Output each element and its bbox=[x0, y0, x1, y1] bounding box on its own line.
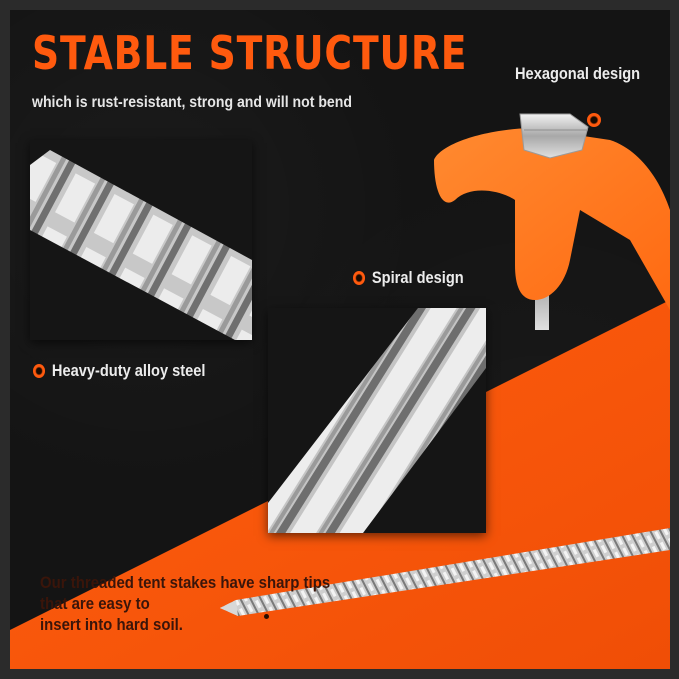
subtitle: which is rust-resistant, strong and will… bbox=[32, 94, 352, 111]
callout-label: Heavy-duty alloy steel bbox=[51, 361, 206, 380]
callout-label: Spiral design bbox=[371, 268, 464, 287]
orange-dot-icon bbox=[353, 271, 366, 285]
orange-dot-icon bbox=[33, 364, 46, 378]
thread-closeup-image bbox=[30, 140, 252, 340]
callout-hexagonal-design: Hexagonal design bbox=[515, 64, 640, 84]
description-line: Our threaded tent stakes have sharp tips bbox=[40, 573, 331, 592]
product-infographic: STABLE STRUCTURE which is rust-resistant… bbox=[10, 10, 670, 669]
stake-hook-head-image bbox=[434, 113, 670, 330]
page-title: STABLE STRUCTURE bbox=[32, 26, 468, 80]
description-line: that are easy to bbox=[40, 594, 150, 613]
description: Our threaded tent stakes have sharp tips… bbox=[40, 572, 330, 635]
description-line: insert into hard soil. bbox=[40, 615, 183, 634]
callout-label: Hexagonal design bbox=[515, 64, 641, 83]
orange-dot-icon bbox=[587, 113, 601, 127]
callout-heavy-duty-alloy-steel: Heavy-duty alloy steel bbox=[33, 361, 205, 381]
callout-spiral-design: Spiral design bbox=[353, 268, 464, 288]
pointer-dot-icon bbox=[264, 614, 269, 619]
spiral-closeup-image bbox=[268, 308, 486, 533]
tent-stake-image bbox=[220, 528, 670, 616]
